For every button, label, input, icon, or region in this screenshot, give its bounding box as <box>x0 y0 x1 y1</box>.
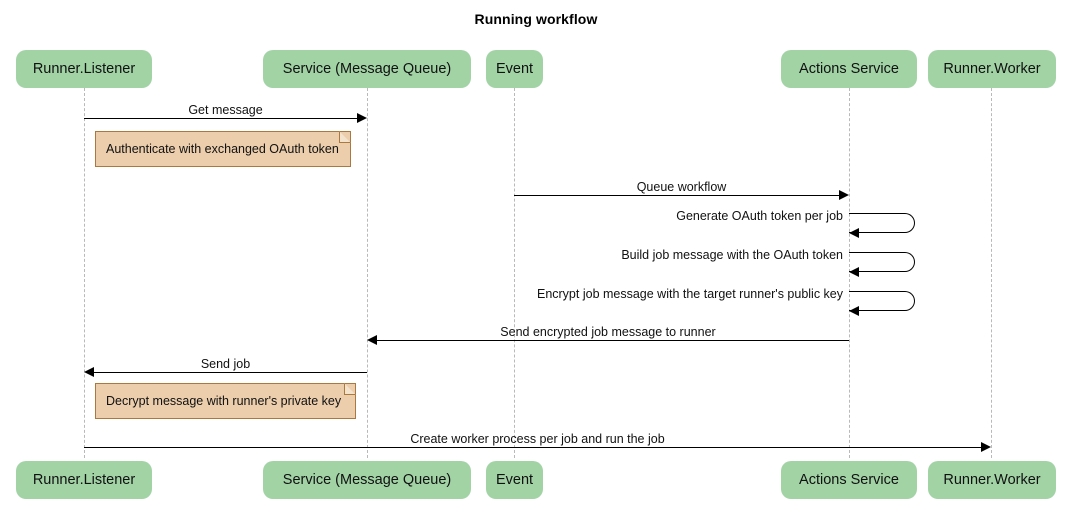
message-label-encrypt-job-message: Encrypt job message with the target runn… <box>536 287 843 301</box>
participant-label: Service (Message Queue) <box>282 61 452 77</box>
message-line-send-job <box>93 372 367 373</box>
note-text: Decrypt message with runner's private ke… <box>106 394 342 408</box>
participant-service-message-queue-top[interactable]: Service (Message Queue) <box>263 50 471 88</box>
note-authenticate-oauth: Authenticate with exchanged OAuth token <box>95 131 351 167</box>
arrow-head-encrypt-job-message <box>849 306 859 316</box>
participant-label: Service (Message Queue) <box>282 472 452 488</box>
note-fold-corner-icon <box>339 131 351 143</box>
message-line-send-encrypted-job-message <box>376 340 849 341</box>
self-message-loop-encrypt-job-message <box>849 291 915 311</box>
participant-runner-listener-top[interactable]: Runner.Listener <box>16 50 152 88</box>
lifeline-runner-worker <box>991 88 992 458</box>
arrow-head-generate-oauth-token <box>849 228 859 238</box>
lifeline-runner-listener <box>84 88 85 458</box>
message-line-queue-workflow <box>514 195 840 196</box>
participant-runner-worker-top[interactable]: Runner.Worker <box>928 50 1056 88</box>
participant-event-bottom[interactable]: Event <box>486 461 543 499</box>
message-line-get-message <box>84 118 358 119</box>
participant-label: Runner.Worker <box>943 61 1041 77</box>
participant-label: Actions Service <box>799 472 899 488</box>
self-message-loop-build-job-message <box>849 252 915 272</box>
note-text: Authenticate with exchanged OAuth token <box>106 142 339 156</box>
arrow-head-build-job-message <box>849 267 859 277</box>
lifeline-service-message-queue <box>367 88 368 458</box>
self-message-loop-generate-oauth-token <box>849 213 915 233</box>
participant-actions-service-bottom[interactable]: Actions Service <box>781 461 917 499</box>
page-title: Running workflow <box>474 11 598 27</box>
note-decrypt-message: Decrypt message with runner's private ke… <box>95 383 356 419</box>
arrow-head-queue-workflow <box>839 190 849 200</box>
participant-label: Runner.Listener <box>32 61 136 77</box>
participant-runner-worker-bottom[interactable]: Runner.Worker <box>928 461 1056 499</box>
arrow-head-send-job <box>84 367 94 377</box>
participant-label: Event <box>495 472 534 488</box>
message-line-create-worker-process <box>84 447 982 448</box>
arrow-head-get-message <box>357 113 367 123</box>
note-fold-corner-icon <box>344 383 356 395</box>
message-label-generate-oauth-token: Generate OAuth token per job <box>676 209 843 223</box>
message-label-send-encrypted-job-message: Send encrypted job message to runner <box>500 325 716 339</box>
participant-label: Runner.Listener <box>32 472 136 488</box>
participant-runner-listener-bottom[interactable]: Runner.Listener <box>16 461 152 499</box>
message-label-get-message: Get message <box>188 103 263 117</box>
arrow-head-send-encrypted-job-message <box>367 335 377 345</box>
participant-label: Event <box>495 61 534 77</box>
participant-event-top[interactable]: Event <box>486 50 543 88</box>
lifeline-event <box>514 88 515 458</box>
message-label-send-job: Send job <box>200 357 251 371</box>
message-label-queue-workflow: Queue workflow <box>636 180 727 194</box>
message-label-create-worker-process: Create worker process per job and run th… <box>410 432 665 446</box>
message-label-build-job-message: Build job message with the OAuth token <box>621 248 843 262</box>
participant-label: Runner.Worker <box>943 472 1041 488</box>
participant-label: Actions Service <box>799 61 899 77</box>
participant-actions-service-top[interactable]: Actions Service <box>781 50 917 88</box>
arrow-head-create-worker-process <box>981 442 991 452</box>
participant-service-message-queue-bottom[interactable]: Service (Message Queue) <box>263 461 471 499</box>
